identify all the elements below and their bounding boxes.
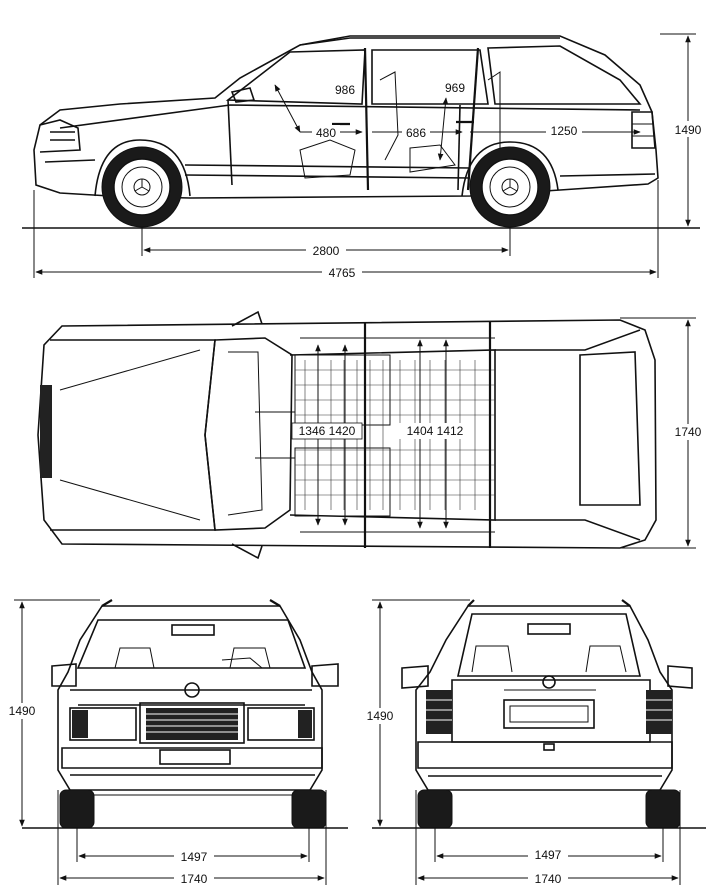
rear-left-tire bbox=[417, 789, 453, 829]
rear-track-label: 1497 bbox=[535, 848, 562, 862]
wheelbase-label: 2800 bbox=[313, 244, 340, 258]
front-body-outline bbox=[57, 605, 323, 791]
front-grille bbox=[40, 385, 52, 478]
headroom-front-label: 986 bbox=[335, 83, 355, 97]
legroom-front-label: 480 bbox=[316, 126, 336, 140]
front-height-label: 1490 bbox=[9, 704, 36, 718]
top-body-outline bbox=[37, 319, 657, 549]
length-label: 4765 bbox=[329, 266, 356, 280]
front-grille-face bbox=[139, 702, 245, 744]
top-rear-window bbox=[579, 351, 641, 506]
front-right-tire bbox=[291, 789, 327, 829]
front-interior-width-label: 1346 1420 bbox=[299, 424, 356, 438]
top-width-label: 1740 bbox=[675, 425, 702, 439]
side-body bbox=[33, 35, 659, 199]
front-left-tire bbox=[59, 789, 95, 829]
top-windshield bbox=[204, 337, 293, 531]
headroom-rear-label: 969 bbox=[445, 81, 465, 95]
rear-window bbox=[456, 613, 642, 677]
rear-view: 1490 1497 1740 bbox=[362, 599, 706, 886]
front-track-label: 1497 bbox=[181, 850, 208, 864]
front-windshield bbox=[76, 619, 307, 669]
side-front-wheel bbox=[101, 146, 183, 228]
side-rear-wheel bbox=[469, 146, 551, 228]
top-view: 1346 1420 1404 1412 1740 bbox=[37, 310, 706, 560]
front-bumper bbox=[61, 747, 323, 769]
cargo-length-label: 1250 bbox=[551, 124, 578, 138]
front-right-headlight bbox=[247, 707, 315, 741]
rear-emblem bbox=[542, 675, 556, 689]
front-emblem bbox=[184, 682, 200, 698]
rear-height-label: 1490 bbox=[367, 709, 394, 723]
rear-interior-width-label: 1404 1412 bbox=[407, 424, 464, 438]
front-left-headlight bbox=[69, 707, 137, 741]
rear-right-tire bbox=[645, 789, 681, 829]
rear-plate bbox=[503, 699, 595, 729]
front-view: 1490 1497 1740 bbox=[4, 599, 348, 886]
rear-left-taillight bbox=[426, 690, 452, 734]
rear-right-taillight bbox=[646, 690, 672, 734]
headroom-rear-arrow bbox=[437, 97, 449, 161]
side-height-label: 1490 bbox=[675, 123, 702, 137]
rear-bumper bbox=[417, 741, 673, 769]
front-width-label: 1740 bbox=[181, 872, 208, 886]
legroom-rear-label: 686 bbox=[406, 126, 426, 140]
rear-width-label: 1740 bbox=[535, 872, 562, 886]
side-view: 986 969 480 686 1250 1490 2800 4765 bbox=[22, 33, 706, 280]
headroom-front-arrow bbox=[274, 84, 301, 133]
